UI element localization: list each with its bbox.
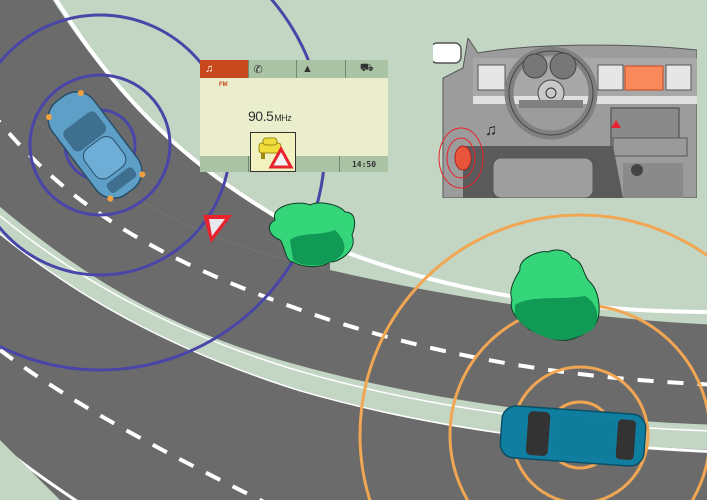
tab-navigation[interactable]: ▲ <box>297 60 346 78</box>
tab-vehicle[interactable]: ⛟ <box>346 60 389 78</box>
frequency-value: 90.5 <box>248 108 274 124</box>
bush-right <box>510 249 600 341</box>
frequency-readout: 90.5MHz <box>248 108 292 124</box>
dashboard-illustration: ♫ <box>433 38 697 198</box>
clock: 14:50 <box>339 156 388 172</box>
navigation-arrow-icon: ▲ <box>302 63 313 75</box>
status-segment <box>200 156 249 172</box>
music-note-icon: ♫ <box>205 63 214 75</box>
phone-icon: ✆ <box>253 63 263 76</box>
car-icon: ⛟ <box>359 62 374 74</box>
music-note-icon: ♫ <box>485 122 497 139</box>
band-label: FM <box>219 82 228 88</box>
teal-car <box>499 405 647 467</box>
yield-sign <box>203 215 232 243</box>
traffic-alert-box <box>250 132 296 172</box>
display-tab-bar: ♫ ✆ ▲ ⛟ <box>200 60 388 78</box>
traffic-warning-icon <box>258 137 294 169</box>
tab-phone[interactable]: ✆ <box>249 60 297 78</box>
tab-audio[interactable]: ♫ <box>200 60 249 78</box>
speaker-icon <box>438 127 484 189</box>
dashboard-graphic <box>433 38 697 198</box>
frequency-unit: MHz <box>274 113 292 123</box>
bush-left <box>268 202 356 268</box>
blue-car <box>45 90 146 202</box>
radio-display: ♫ ✆ ▲ ⛟ FM 90.5MHz 14:50 <box>200 60 388 172</box>
